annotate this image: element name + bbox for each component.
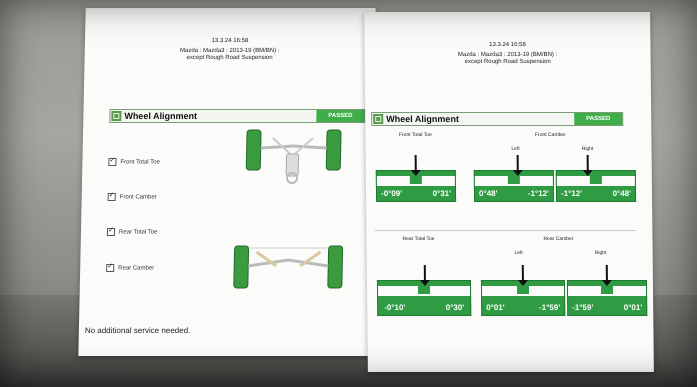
rear-camber-left-val-a: 0°01' — [486, 303, 505, 312]
left-header-variant: except Rough Road Suspension — [186, 55, 273, 61]
left-header-time: 13.3.24 16:58 — [211, 38, 249, 44]
rear-camber-left-val-b: -1°59' — [539, 303, 561, 312]
right-report-page: 13.3.24 16:58 Mazda : Mazda3 : 2013-19 (… — [364, 12, 654, 372]
right-header-model: Mazda : Mazda3 : 2013-19 (BM/BN) : — [457, 52, 558, 58]
front-camber-left-val-b: -1°12' — [527, 189, 550, 198]
front-toe-left-value: -0°09' — [380, 189, 403, 198]
front-camber-right-val-b: 0°48' — [612, 189, 632, 198]
arrow-down-icon — [521, 265, 524, 283]
rear-camber-label: Rear Camber — [543, 236, 574, 242]
left-banner-title: Wheel Alignment — [124, 111, 198, 121]
rear-camber-left-label: Left — [514, 250, 523, 256]
front-axle-diagram-icon — [245, 129, 342, 184]
alignment-logo-icon — [111, 111, 122, 121]
rear-camber-right-val-a: -1°59' — [572, 303, 594, 312]
front-toe-right-value: 0°31' — [432, 189, 452, 198]
front-camber-right-gauge: -1°12' 0°48' — [555, 155, 637, 202]
checkbox-icon — [108, 158, 117, 166]
front-camber-right-label: Right — [581, 146, 594, 152]
right-passed-badge: PASSED — [574, 113, 623, 125]
front-camber-left-val-a: 0°48' — [478, 189, 498, 198]
rear-toe-right-value: 0°30' — [445, 303, 465, 312]
check-front-camber: Front Camber — [107, 193, 157, 201]
rear-camber-right-label: Right — [594, 250, 607, 256]
rear-camber-right-gauge: -1°59' 0°01' — [566, 265, 648, 316]
alignment-logo-icon — [373, 114, 384, 124]
checkbox-icon — [106, 264, 115, 272]
front-camber-right-val-a: -1°12' — [560, 189, 583, 198]
left-passed-badge: PASSED — [316, 110, 365, 122]
left-alignment-banner: Wheel Alignment PASSED — [109, 109, 366, 123]
arrow-down-icon — [586, 155, 589, 173]
rear-toe-label: Rear Total Toe — [402, 236, 435, 242]
arrow-down-icon — [605, 265, 608, 283]
right-banner-title: Wheel Alignment — [386, 114, 459, 124]
rear-camber-right-val-b: 0°01' — [623, 303, 643, 312]
arrow-down-icon — [414, 155, 417, 173]
rear-camber-left-gauge: 0°01' -1°59' — [480, 265, 566, 316]
service-note: No additional service needed. — [84, 326, 191, 335]
front-toe-label: Front Total Toe — [398, 132, 432, 138]
right-header-variant: except Rough Road Suspension — [464, 59, 551, 65]
checkbox-icon — [107, 193, 116, 201]
section-divider — [374, 230, 637, 231]
arrow-down-icon — [423, 265, 426, 283]
rear-axle-diagram-icon — [233, 245, 344, 289]
arrow-down-icon — [516, 155, 519, 173]
right-alignment-banner: Wheel Alignment PASSED — [371, 112, 624, 126]
check-front-total-toe: Front Total Toe — [108, 158, 160, 166]
checkbox-icon — [106, 228, 116, 236]
right-header-time: 13.3.24 16:58 — [489, 42, 526, 48]
front-camber-left-gauge: 0°48' -1°12' — [473, 155, 555, 202]
rear-toe-left-value: -0°10' — [384, 303, 406, 312]
front-toe-gauge: -0°09' 0°31' — [375, 155, 457, 202]
front-camber-label: Front Camber — [534, 132, 566, 138]
left-report-page: 13.3.24 16:58 Mazda : Mazda3 : 2013-19 (… — [78, 8, 376, 356]
check-rear-camber: Rear Camber — [106, 264, 154, 272]
front-camber-left-label: Left — [511, 146, 520, 152]
left-header-model: Mazda : Mazda3 : 2013-19 (BM/BN) : — [179, 48, 280, 54]
check-rear-total-toe: Rear Total Toe — [106, 228, 158, 236]
rear-toe-gauge: -0°10' 0°30' — [376, 265, 472, 316]
